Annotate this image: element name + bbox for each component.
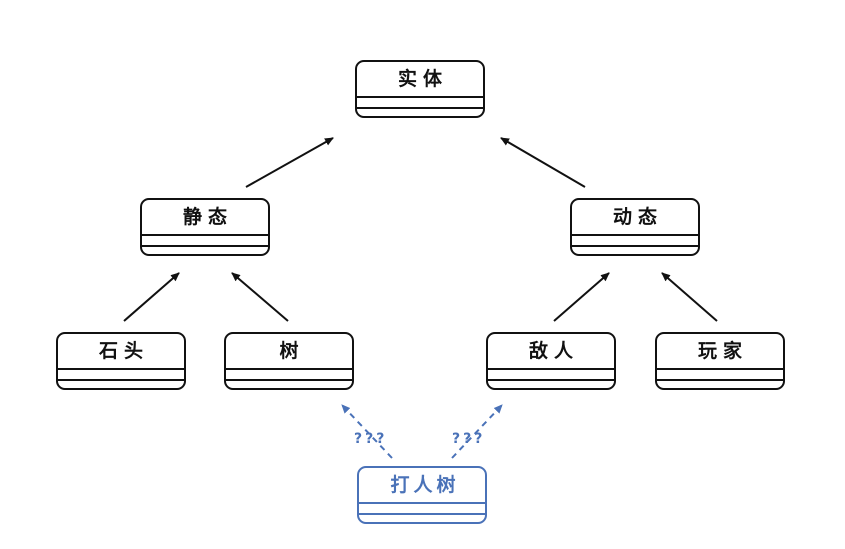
static-class-box: 静态 [140, 198, 270, 256]
tree-hitter-attributes-section [359, 504, 485, 515]
dynamic-class-name: 动态 [572, 200, 698, 236]
stone-attributes-section [58, 370, 184, 381]
enemy-attributes-section [488, 370, 614, 381]
tree-class-box: 树 [224, 332, 354, 390]
tree-hitter-class-name: 打人树 [359, 468, 485, 504]
entity-attributes-section [357, 98, 483, 109]
tree-hitter-class-box: 打人树 [357, 466, 487, 524]
question-label-left: ??? [354, 431, 387, 447]
arrow-tree-to-static [231, 272, 289, 322]
entity-class-name: 实体 [357, 62, 483, 98]
enemy-class-name: 敌人 [488, 334, 614, 370]
arrow-stone-to-static [123, 272, 180, 322]
player-class-box: 玩家 [655, 332, 785, 390]
static-class-name: 静态 [142, 200, 268, 236]
arrow-treehitter-to-enemy [451, 404, 503, 459]
arrow-enemy-to-dynamic [553, 272, 610, 322]
dynamic-class-box: 动态 [570, 198, 700, 256]
arrow-player-to-dynamic [661, 272, 718, 322]
arrow-dynamic-to-entity [500, 137, 586, 188]
player-attributes-section [657, 370, 783, 381]
stone-class-name: 石头 [58, 334, 184, 370]
enemy-class-box: 敌人 [486, 332, 616, 390]
arrow-treehitter-to-tree [341, 404, 393, 459]
question-label-right: ??? [452, 431, 485, 447]
dynamic-attributes-section [572, 236, 698, 247]
stone-class-box: 石头 [56, 332, 186, 390]
entity-class-box: 实体 [355, 60, 485, 118]
tree-attributes-section [226, 370, 352, 381]
player-class-name: 玩家 [657, 334, 783, 370]
arrow-static-to-entity [245, 137, 334, 188]
tree-class-name: 树 [226, 334, 352, 370]
static-attributes-section [142, 236, 268, 247]
